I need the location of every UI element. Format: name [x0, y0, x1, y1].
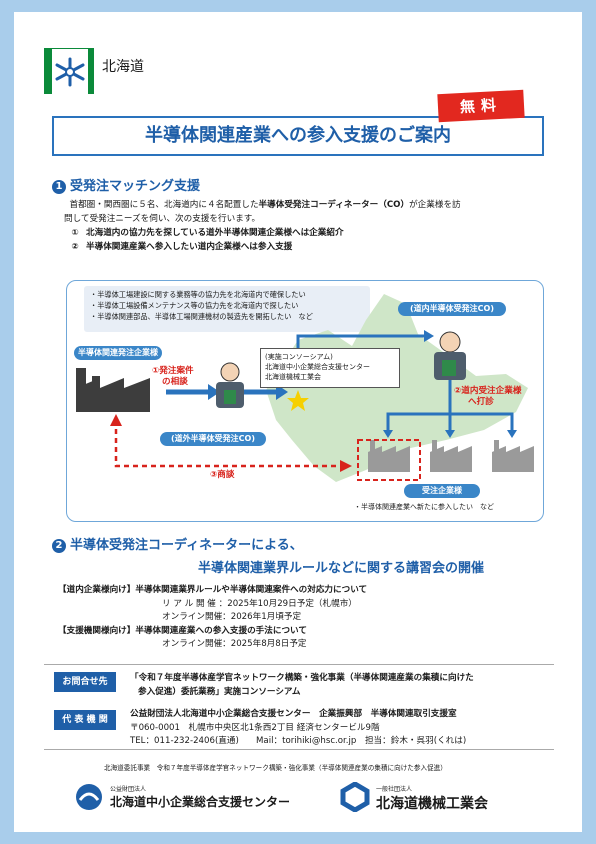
- contact-label: お問合せ先: [54, 672, 116, 692]
- support-center-logo-icon: [74, 782, 104, 812]
- coordinator-icon: [434, 331, 466, 380]
- machinery-assoc-logo-icon: [340, 781, 370, 813]
- support-center-name: 公益財団法人 北海道中小企業総合支援センター: [110, 786, 291, 809]
- free-badge: 無料: [437, 89, 525, 123]
- diagram-graphics: [76, 294, 534, 482]
- seminar-list: 【道内企業様向け】半導体関連業界ルールや半導体関連案件への対応力について リ ア…: [58, 585, 368, 649]
- contact-block: [44, 664, 554, 750]
- machinery-assoc-name: 一般社団法人 北海道機械工業会: [376, 786, 488, 812]
- coordinator-icon: [216, 362, 244, 408]
- lead-org-label: 代 表 機 関: [54, 710, 116, 730]
- factory-icon: [430, 440, 472, 472]
- outside-company-label: 半導体関連発注企業様: [74, 346, 162, 360]
- receiver-label: 受注企業様: [404, 484, 480, 498]
- factory-icon: [368, 440, 410, 472]
- consortium-box: (実施コンソーシアム) 北海道中小企業総合支援センター 北海道機械工業会: [260, 348, 400, 388]
- factory-icon: [492, 440, 534, 472]
- contact-details: 公益財団法人北海道中小企業総合支援センター 企業振興部 半導体関連取引支援室 〒…: [130, 709, 467, 746]
- section1-text: 首都圏・関西圏に５名、北海道内に４名配置した半導体受発注コーディネーター（CO）…: [64, 200, 461, 252]
- contact-project: 「令和７年度半導体産学官ネットワーク構築・強化事業（半導体関連産業の集積に向けた…: [130, 673, 474, 697]
- logo-text: 北海道: [102, 59, 144, 75]
- step3-label: ③商談: [210, 470, 235, 480]
- inside-co-label: (道内半導体受発注CO): [398, 302, 506, 316]
- page-title: 半導体関連産業への参入支援のご案内: [145, 125, 451, 146]
- factory-icon: [76, 368, 150, 412]
- needs-list: ・半導体工場建設に関する業務等の協力先を北海道内で確保したい ・半導体工場設備メ…: [84, 286, 370, 332]
- hokkaido-map-icon: [266, 294, 528, 482]
- outside-co-label: (道外半導体受発注CO): [160, 432, 266, 446]
- step1-label: ①発注案件の相談: [152, 366, 194, 387]
- star-icon: [287, 390, 309, 411]
- receiver-note: ・半導体関連産業へ新たに参入したい など: [354, 503, 494, 511]
- step2-label: ②道内受注企業様へ打診: [454, 386, 522, 407]
- hokkaido-logo-icon: [44, 48, 94, 95]
- title-box: 半導体関連産業への参入支援のご案内: [52, 116, 552, 164]
- commission-note: 北海道委託事業 令和７年度半導体産学官ネットワーク構築・強化事業（半導体関連産業…: [104, 764, 447, 772]
